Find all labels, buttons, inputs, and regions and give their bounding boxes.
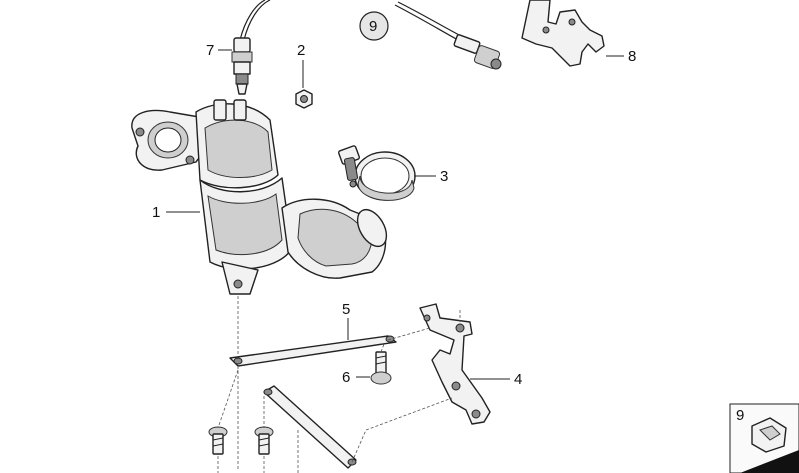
bracket-part-8[interactable] <box>521 0 605 67</box>
inset-box-part-9 <box>729 403 799 473</box>
nut-part-2[interactable] <box>295 89 313 109</box>
clamp-part-3[interactable] <box>338 145 416 201</box>
callout-7: 7 <box>206 42 214 59</box>
mounting-bracket-part-4[interactable] <box>419 303 491 425</box>
callout-1: 1 <box>152 204 160 221</box>
assembly-guide-lines <box>217 296 461 473</box>
callout-5: 5 <box>342 301 350 318</box>
callout-8: 8 <box>628 48 636 65</box>
inset-callout-9: 9 <box>736 407 744 424</box>
callout-4: 4 <box>514 371 522 388</box>
bolt-part-6[interactable] <box>370 351 392 385</box>
oxygen-sensor-part-7[interactable] <box>231 0 271 95</box>
callout-6: 6 <box>342 369 350 386</box>
strap-bracket-part-5[interactable] <box>229 335 397 367</box>
catalytic-converter-part-1[interactable] <box>131 99 393 295</box>
callout-2: 2 <box>297 42 305 59</box>
lower-bolt-left[interactable] <box>208 426 228 455</box>
lower-bolt-right[interactable] <box>254 426 274 455</box>
callout-9-circle <box>359 11 389 41</box>
callout-9: 9 <box>369 18 377 35</box>
sensor-wire-part-9[interactable] <box>394 1 502 70</box>
callout-3: 3 <box>440 168 448 185</box>
lower-strap[interactable] <box>263 385 357 469</box>
